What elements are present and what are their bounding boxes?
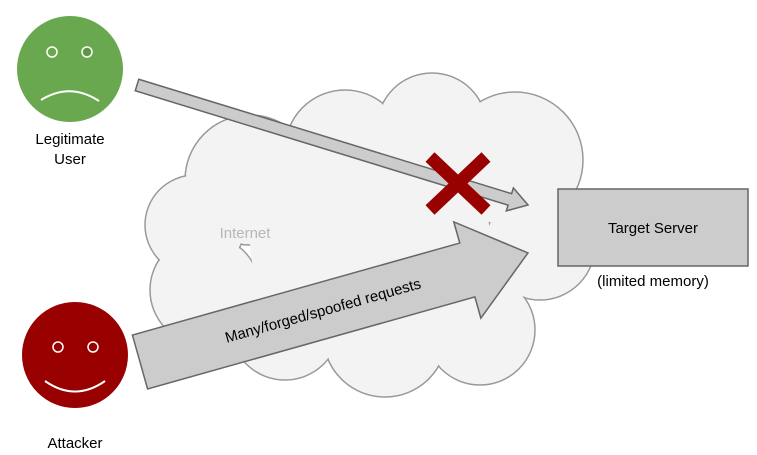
blocked-x-icon	[425, 152, 491, 215]
attacker-happy-face-icon	[22, 302, 128, 408]
legitimate-request-arrow	[134, 78, 530, 212]
legitimate-user-sad-face-icon	[17, 16, 123, 122]
legitimate-user-label: Legitimate	[35, 131, 104, 148]
server-label: Target Server	[608, 220, 698, 237]
server-note: (limited memory)	[597, 273, 709, 290]
target-server: Target Server (limited memory)	[557, 188, 749, 290]
cloud-label: Internet	[220, 225, 272, 242]
legitimate-user-label-2: User	[54, 151, 86, 168]
attacker-label: Attacker	[47, 435, 102, 452]
